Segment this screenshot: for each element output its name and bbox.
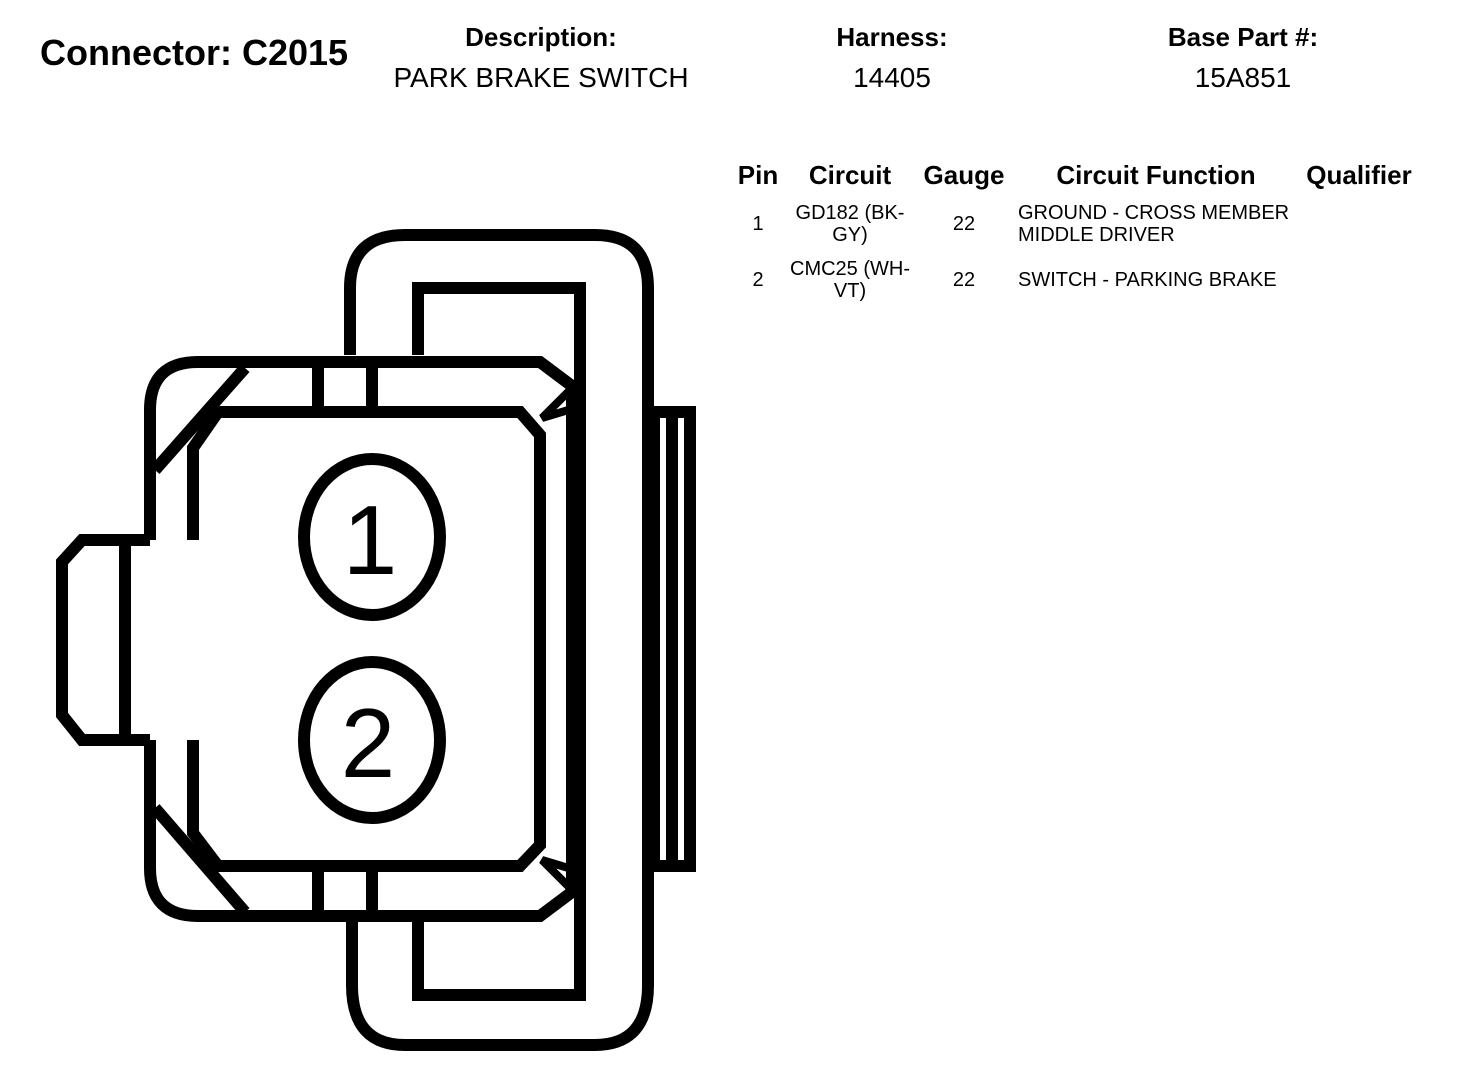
table-row: 2 CMC25 (WH-VT) 22 SWITCH - PARKING BRAK… [730,252,1424,308]
latch-arrow-bottom [539,856,580,899]
pin-label-1: 1 [343,485,398,595]
cell-circuit-function: SWITCH - PARKING BRAKE [1018,269,1277,291]
pin-cavity-2 [298,656,446,824]
latch-arrow-top [539,379,580,422]
description-label: Description: [465,22,617,52]
cell-circuit: GD182 (BK-GY) [795,202,905,246]
harness-value: 14405 [853,62,931,93]
outer-shroud [344,229,654,1051]
cell-circuit-function: GROUND - CROSS MEMBER MIDDLE DRIVER [1018,202,1290,246]
column-header-circuit: Circuit [808,159,892,190]
description-value: PARK BRAKE SWITCH [393,62,689,93]
column-header-pin: Pin [737,159,779,190]
column-header-circuit-function: Circuit Function [1056,159,1256,190]
cell-pin: 1 [752,213,764,235]
column-header-gauge: Gauge [923,159,1005,190]
connector-housing [144,356,578,922]
base-part-block: Base Part #: 15A851 [1143,22,1343,94]
table-row: 1 GD182 (BK-GY) 22 GROUND - CROSS MEMBER… [730,196,1424,252]
column-header-qualifier: Qualifier [1306,159,1412,190]
base-part-label: Base Part #: [1167,22,1319,52]
base-part-value: 15A851 [1194,62,1292,93]
cell-gauge: 22 [952,213,976,235]
harness-block: Harness: 14405 [792,22,992,94]
chamfer-bottom-left [150,804,250,916]
connector-title: Connector: C2015 [40,32,349,73]
pin-label-2: 2 [341,688,396,798]
inner-lock-channel [412,282,586,1001]
cell-circuit: CMC25 (WH-VT) [790,258,910,302]
pin-cavity-1 [298,453,446,621]
cell-pin: 2 [752,269,764,291]
pin-table: Pin Circuit Gauge Circuit Function Quali… [730,156,1424,308]
description-block: Description: PARK BRAKE SWITCH [380,22,702,94]
left-key-tab [56,534,150,746]
chamfer-top-left [150,364,250,474]
connector-inner-face [187,406,546,872]
pin-table-header-row: Pin Circuit Gauge Circuit Function Quali… [730,156,1424,196]
harness-label: Harness: [836,22,948,52]
cell-gauge: 22 [952,269,976,291]
